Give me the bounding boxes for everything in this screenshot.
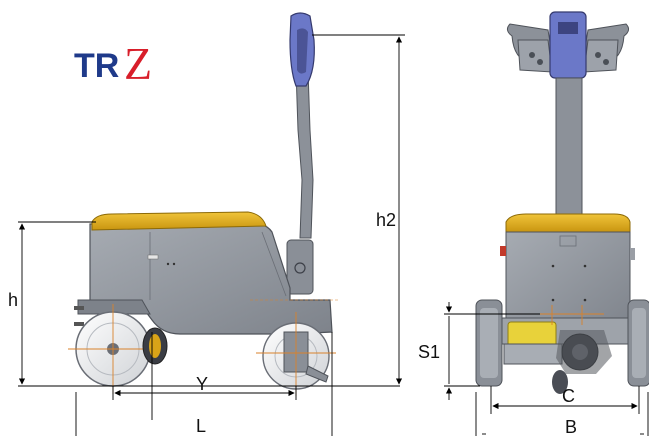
- logo-text-z: Z: [124, 38, 152, 89]
- dimension-lines-front: [444, 302, 649, 436]
- control-panel: [549, 11, 587, 79]
- front-battery-cover: [505, 213, 631, 233]
- front-column: [555, 77, 583, 221]
- steering-handle: [506, 11, 630, 79]
- dim-label-h2: h2: [376, 210, 396, 230]
- front-view: S1 C B: [418, 11, 649, 436]
- battery-cover: [91, 211, 267, 231]
- dim-label-l: L: [196, 416, 206, 436]
- front-body: [505, 231, 631, 333]
- tiller-pivot: [286, 239, 314, 295]
- dim-label-h: h: [8, 290, 18, 310]
- drive-hub: [142, 327, 168, 365]
- tiller-arm: [286, 12, 315, 295]
- front-left-wheel: [475, 299, 503, 387]
- dimension-lines-side: [18, 34, 405, 436]
- side-view: h h2 Y L: [8, 12, 405, 436]
- trz-logo: TR Z: [74, 38, 152, 89]
- drive-axle-assembly: [499, 305, 641, 394]
- dim-label-y: Y: [196, 374, 208, 394]
- logo-text-tr: TR: [74, 47, 119, 85]
- dim-label-s1: S1: [418, 342, 440, 362]
- tractor-body: [74, 211, 333, 335]
- dim-label-c: C: [562, 386, 575, 406]
- front-right-wheel: [627, 299, 649, 387]
- dim-label-b: B: [565, 417, 577, 436]
